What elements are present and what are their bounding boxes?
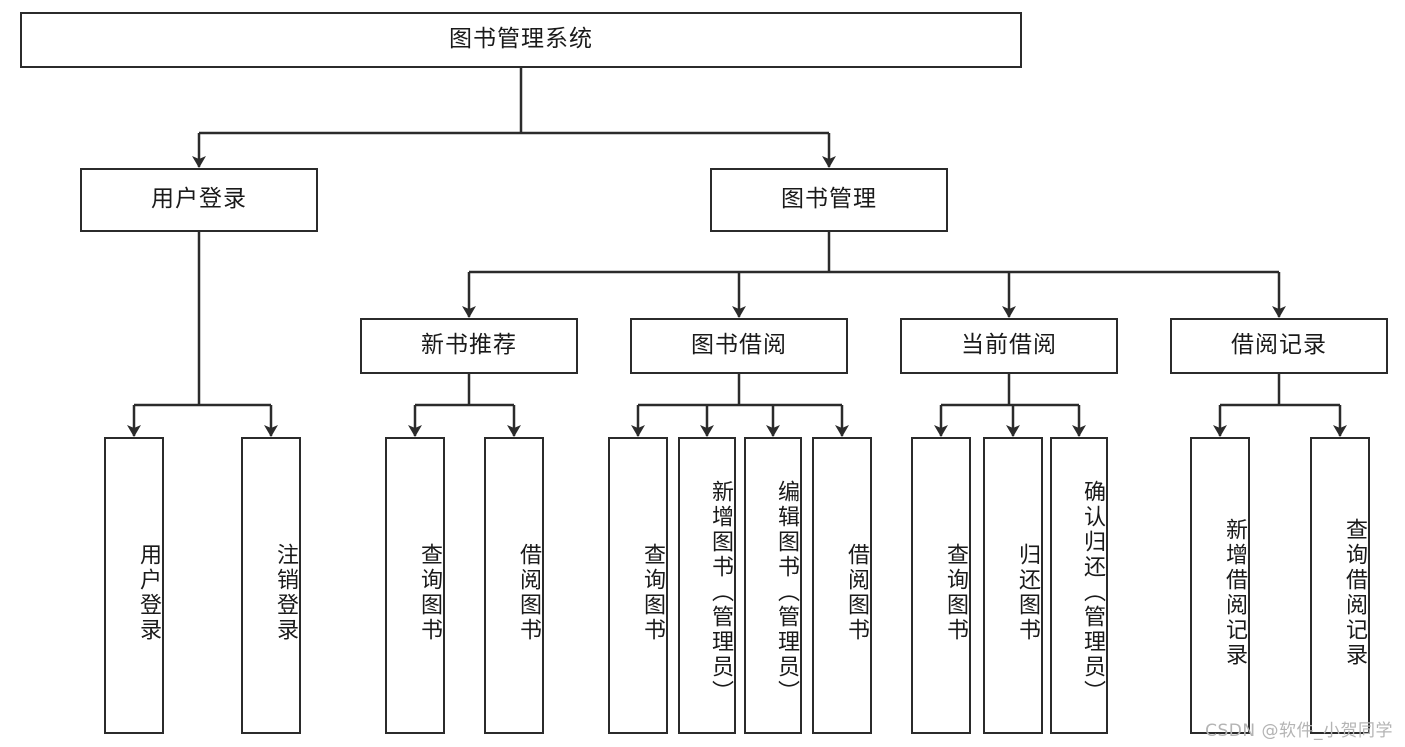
node-label: 新增借阅记录 [1222, 517, 1247, 668]
leaf-add-borrow-record[interactable]: 新增借阅记录 [1190, 437, 1250, 734]
watermark: CSDN @软件_小贺同学 [1205, 721, 1393, 741]
node-label: 编辑图书（管理员） [774, 480, 799, 705]
leaf-borrow-book-recommend[interactable]: 借阅图书 [484, 437, 544, 734]
leaf-add-book-admin[interactable]: 新增图书（管理员） [678, 437, 736, 734]
node-label: 注销登录 [273, 542, 298, 643]
node-label: 新增图书（管理员） [708, 480, 733, 705]
node-new-book-recommend[interactable]: 新书推荐 [360, 318, 578, 374]
node-label: 确认归还（管理员） [1080, 480, 1105, 705]
node-label: 归还图书 [1015, 542, 1040, 643]
node-label: 图书管理 [781, 186, 877, 213]
leaf-logout[interactable]: 注销登录 [241, 437, 301, 734]
node-root[interactable]: 图书管理系统 [20, 12, 1022, 68]
node-label: 查询借阅记录 [1342, 517, 1367, 668]
node-label: 用户登录 [151, 186, 247, 213]
edge-group [127, 68, 1347, 437]
node-label: 借阅图书 [516, 542, 541, 643]
leaf-query-book-current[interactable]: 查询图书 [911, 437, 971, 734]
leaf-query-borrow-record[interactable]: 查询借阅记录 [1310, 437, 1370, 734]
node-borrow-record[interactable]: 借阅记录 [1170, 318, 1388, 374]
node-label: 查询图书 [417, 542, 442, 643]
node-label: 借阅记录 [1231, 332, 1327, 359]
node-label: 借阅图书 [844, 542, 869, 643]
leaf-user-login[interactable]: 用户登录 [104, 437, 164, 734]
leaf-edit-book-admin[interactable]: 编辑图书（管理员） [744, 437, 802, 734]
node-current-borrow[interactable]: 当前借阅 [900, 318, 1118, 374]
node-label: 用户登录 [136, 542, 161, 643]
leaf-borrow-book[interactable]: 借阅图书 [812, 437, 872, 734]
node-label: 当前借阅 [961, 332, 1057, 359]
leaf-query-book-recommend[interactable]: 查询图书 [385, 437, 445, 734]
node-label: 图书管理系统 [449, 26, 593, 53]
node-label: 新书推荐 [421, 332, 517, 359]
leaf-query-book[interactable]: 查询图书 [608, 437, 668, 734]
node-label: 查询图书 [640, 542, 665, 643]
leaf-confirm-return-admin[interactable]: 确认归还（管理员） [1050, 437, 1108, 734]
node-book-borrow[interactable]: 图书借阅 [630, 318, 848, 374]
node-user-login[interactable]: 用户登录 [80, 168, 318, 232]
node-label: 图书借阅 [691, 332, 787, 359]
node-label: 查询图书 [943, 542, 968, 643]
node-book-management[interactable]: 图书管理 [710, 168, 948, 232]
leaf-return-book[interactable]: 归还图书 [983, 437, 1043, 734]
